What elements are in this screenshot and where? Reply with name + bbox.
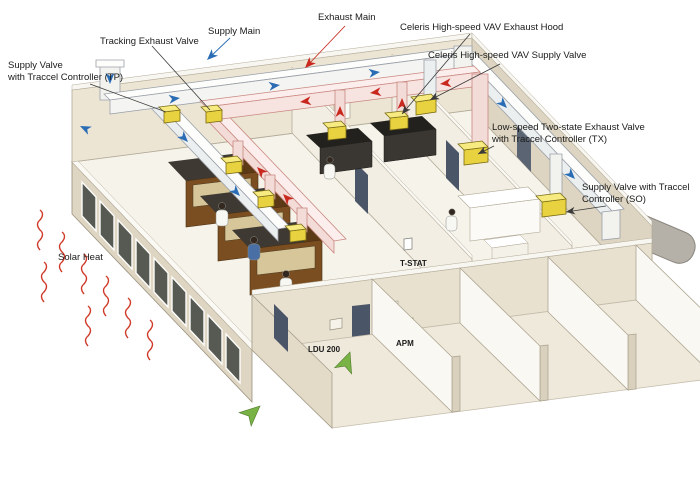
label-celeris-supply-valve: Celeris High-speed VAV Supply Valve xyxy=(428,50,586,61)
valve-hood-1 xyxy=(220,155,243,175)
leader-lines xyxy=(89,33,607,215)
exhaust-flow-arrows xyxy=(257,25,452,206)
partition-b-door xyxy=(446,140,459,191)
labels: Supply Valve with Traccel Controller (TP… xyxy=(7,12,690,354)
ldu-device xyxy=(329,317,343,331)
label-celeris-exhaust-hood: Celeris High-speed VAV Exhaust Hood xyxy=(400,22,563,33)
valve-celeris-hood-2 xyxy=(384,110,409,131)
person-2 xyxy=(247,236,261,261)
entry-arrow-corridor xyxy=(238,405,261,428)
person-4 xyxy=(323,156,336,180)
corridor-left-face xyxy=(251,294,333,429)
label-solar-heat: Solar Heat xyxy=(58,252,103,263)
entry-arrow-front-door xyxy=(333,351,352,375)
valve-hood-2 xyxy=(252,189,275,209)
left-wall-windows xyxy=(81,180,241,385)
label-supply-valve-tp-line2: with Traccel Controller (TP) xyxy=(7,72,123,83)
right-room-bench xyxy=(457,186,541,242)
valve-tracking xyxy=(200,104,223,124)
t-stat-device xyxy=(403,237,413,251)
label-apm: APM xyxy=(396,339,414,348)
valve-tp xyxy=(158,104,181,124)
front-door-dark xyxy=(352,304,370,339)
label-supply-main: Supply Main xyxy=(208,26,260,37)
supply-flow-arrows xyxy=(80,37,575,196)
valve-hood-3 xyxy=(284,223,307,243)
label-supply-valve-tp-line1: Supply Valve xyxy=(8,60,63,71)
label-ldu-200: LDU 200 xyxy=(308,345,341,354)
label-low-speed-tx-line1: Low-speed Two-state Exhaust Valve xyxy=(492,122,645,133)
left-wall xyxy=(71,160,259,403)
label-low-speed-tx-line2: with Traccel Controller (TX) xyxy=(491,134,607,145)
valve-so xyxy=(535,192,567,218)
person-1 xyxy=(215,202,229,227)
label-t-stat: T-STAT xyxy=(400,259,427,268)
label-tracking-exhaust-valve: Tracking Exhaust Valve xyxy=(100,36,199,47)
corridor xyxy=(251,244,700,429)
valve-celeris-hood-1 xyxy=(322,120,347,141)
partition-a-door xyxy=(355,162,368,214)
person-5 xyxy=(445,208,458,232)
vav-valves xyxy=(158,93,567,243)
corridor-entry-door xyxy=(274,304,288,352)
corridor-fins xyxy=(371,244,700,413)
label-supply-valve-so-line1: Supply Valve with Traccel xyxy=(582,182,690,193)
entry-arrows xyxy=(238,351,352,428)
supply-ductwork xyxy=(95,45,625,242)
label-exhaust-main: Exhaust Main xyxy=(318,12,376,23)
label-supply-valve-so-line2: Controller (SO) xyxy=(582,194,646,205)
valve-celeris-supply xyxy=(410,93,437,116)
solar-heat-waves xyxy=(36,209,154,361)
